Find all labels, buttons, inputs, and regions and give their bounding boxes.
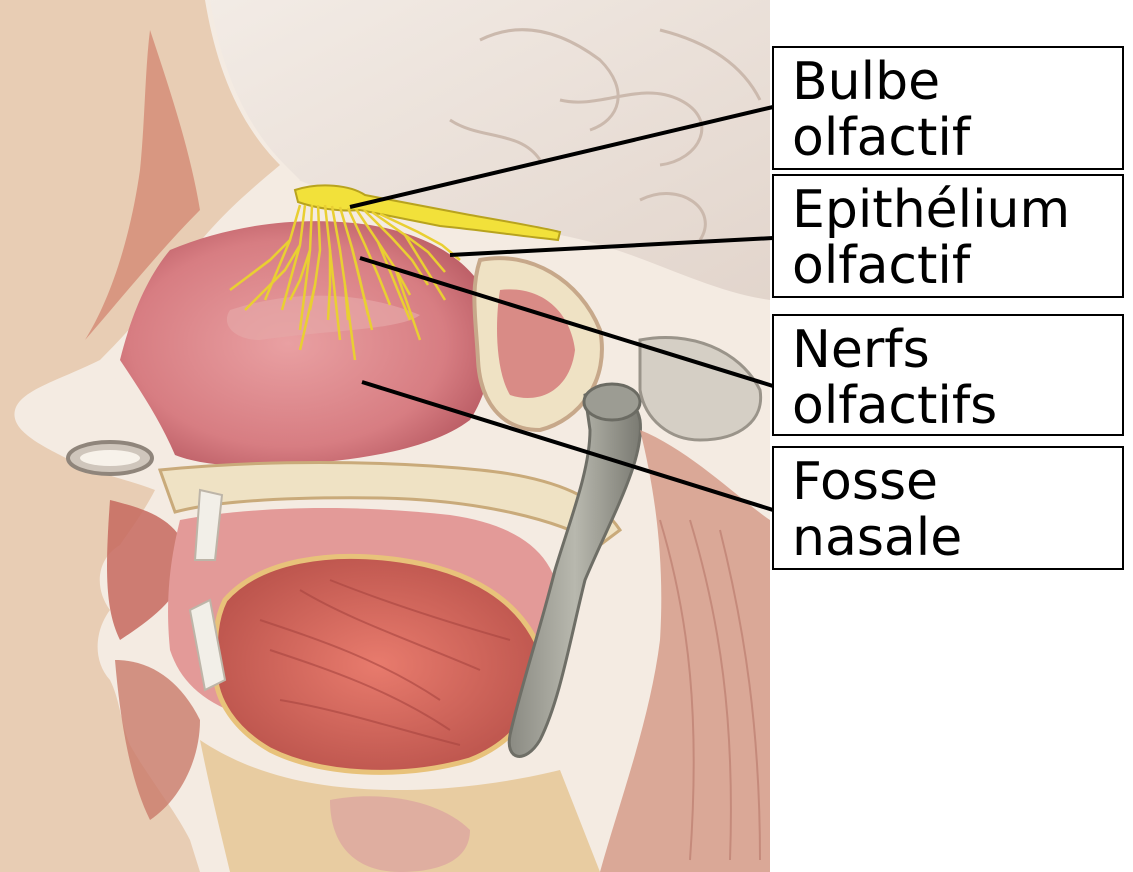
label-fosse-line2: nasale	[792, 510, 1112, 566]
label-epithelium-line2: olfactif	[792, 238, 1112, 294]
label-bulbe-line1: Bulbe	[792, 54, 1112, 110]
label-epithelium-olfactif: Epithélium olfactif	[772, 174, 1124, 298]
nostril-inner	[80, 450, 140, 466]
label-nerfs-line1: Nerfs	[792, 322, 1112, 378]
label-epithelium-line1: Epithélium	[792, 182, 1112, 238]
label-bulbe-olfactif: Bulbe olfactif	[772, 46, 1124, 170]
label-nerfs-line2: olfactifs	[792, 378, 1112, 434]
label-bulbe-line2: olfactif	[792, 110, 1112, 166]
label-fosse-line1: Fosse	[792, 454, 1112, 510]
label-nerfs-olfactifs: Nerfs olfactifs	[772, 314, 1124, 436]
label-fosse-nasale: Fosse nasale	[772, 446, 1124, 570]
tube-opening	[584, 384, 640, 420]
